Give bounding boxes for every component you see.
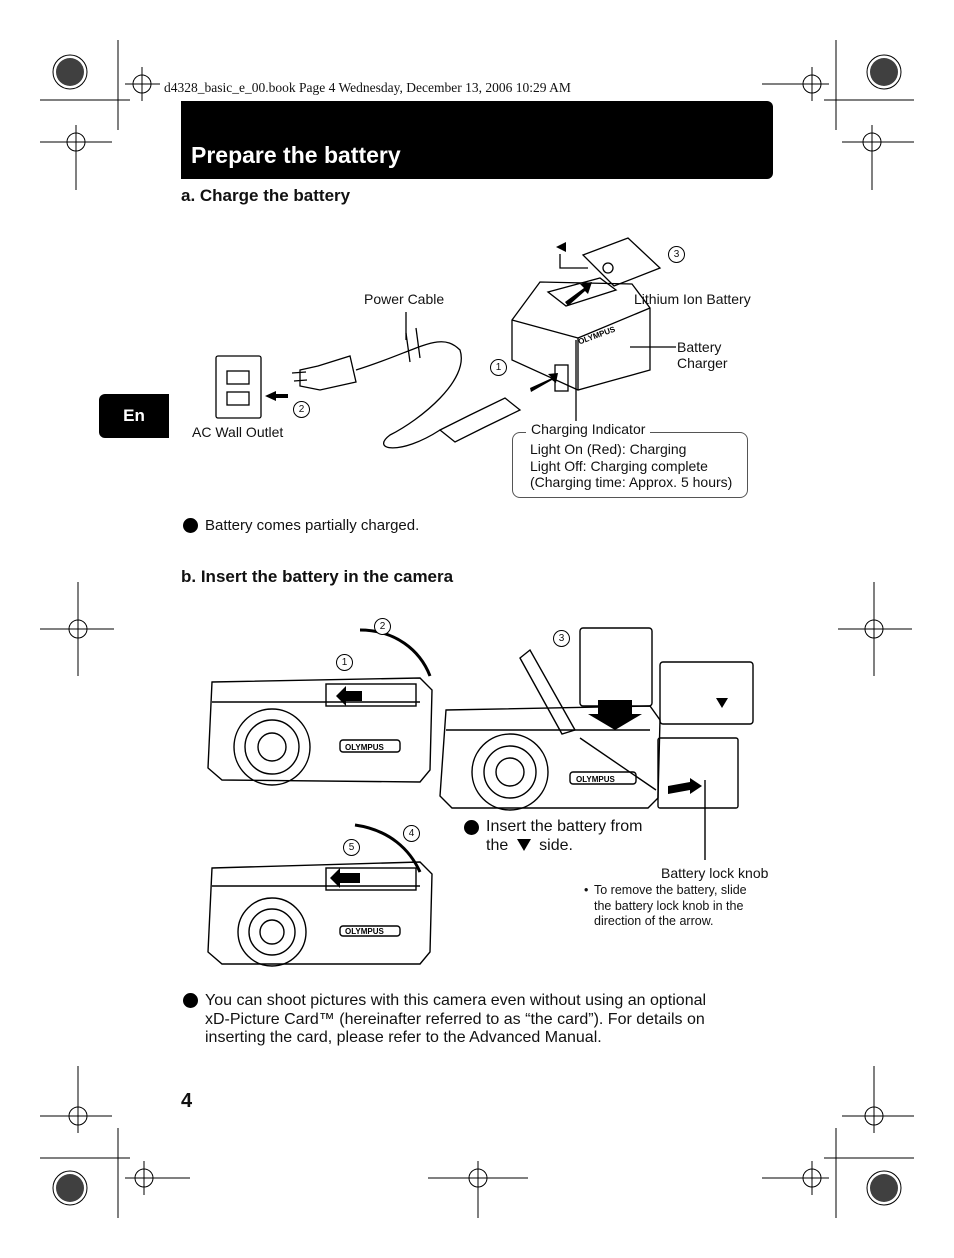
file-info-line: d4328_basic_e_00.book Page 4 Wednesday, … bbox=[164, 80, 571, 95]
insert-note-the: the bbox=[486, 837, 509, 854]
step-b3-marker: 3 bbox=[553, 630, 570, 647]
partial-charge-note: Battery comes partially charged. bbox=[205, 517, 420, 534]
section-b-heading: b. Insert the battery in the camera bbox=[181, 567, 454, 586]
step-b5-marker: 5 bbox=[343, 839, 360, 856]
bullet-dot bbox=[464, 820, 479, 835]
language-tab-label: En bbox=[123, 406, 145, 425]
charger-label-line2: Charger bbox=[677, 355, 728, 371]
step-2-marker: 2 bbox=[293, 401, 310, 418]
card-note-line3: inserting the card, please refer to the … bbox=[205, 1029, 602, 1046]
language-tab: En bbox=[99, 394, 169, 438]
insert-note-line2: the side. bbox=[486, 836, 573, 855]
insert-note-side: side. bbox=[539, 837, 573, 854]
lock-knob-label: Battery lock knob bbox=[661, 865, 769, 881]
camera-1-brand: OLYMPUS bbox=[345, 743, 384, 752]
ac-outlet-label: AC Wall Outlet bbox=[192, 424, 284, 440]
charger-label-line1: Battery bbox=[677, 339, 722, 355]
camera-diagram: OLYMPUS OLYMPUS OLYMPUS bbox=[207, 627, 754, 967]
page-number: 4 bbox=[181, 1090, 193, 1112]
down-triangle-icon bbox=[516, 839, 531, 851]
indicator-line-3: (Charging time: Approx. 5 hours) bbox=[530, 474, 733, 490]
step-b1-marker: 1 bbox=[336, 654, 353, 671]
charger-brand: OLYMPUS bbox=[577, 324, 617, 346]
bullet-dot bbox=[183, 993, 198, 1008]
camera-2-brand: OLYMPUS bbox=[345, 927, 384, 936]
step-b2-marker: 2 bbox=[374, 618, 391, 635]
camera-3-brand: OLYMPUS bbox=[576, 775, 615, 784]
charging-diagram: OLYMPUS bbox=[215, 237, 676, 449]
insert-note-line1: Insert the battery from bbox=[486, 818, 643, 835]
step-1-marker: 1 bbox=[490, 359, 507, 376]
step-b4-marker: 4 bbox=[403, 825, 420, 842]
remove-note-line2: the battery lock knob in the bbox=[594, 899, 744, 913]
remove-note-line3: direction of the arrow. bbox=[594, 914, 714, 928]
step-3-marker: 3 bbox=[668, 246, 685, 263]
indicator-line-1: Light On (Red): Charging bbox=[530, 441, 687, 457]
remove-note-line1: To remove the battery, slide bbox=[594, 883, 747, 897]
power-cable-label: Power Cable bbox=[364, 291, 445, 307]
page-title: Prepare the battery bbox=[191, 142, 401, 168]
charging-indicator-label: Charging Indicator bbox=[526, 421, 651, 437]
remove-bullet: • bbox=[584, 883, 589, 897]
bullet-dot bbox=[183, 518, 198, 533]
card-note-line1: You can shoot pictures with this camera … bbox=[205, 992, 707, 1009]
section-a-heading: a. Charge the battery bbox=[181, 186, 351, 205]
card-note-line2: xD-Picture Card™ (hereinafter referred t… bbox=[205, 1011, 705, 1028]
lithium-battery-label: Lithium Ion Battery bbox=[634, 291, 751, 307]
title-bar: Prepare the battery bbox=[181, 101, 773, 179]
indicator-line-2: Light Off: Charging complete bbox=[530, 458, 708, 474]
